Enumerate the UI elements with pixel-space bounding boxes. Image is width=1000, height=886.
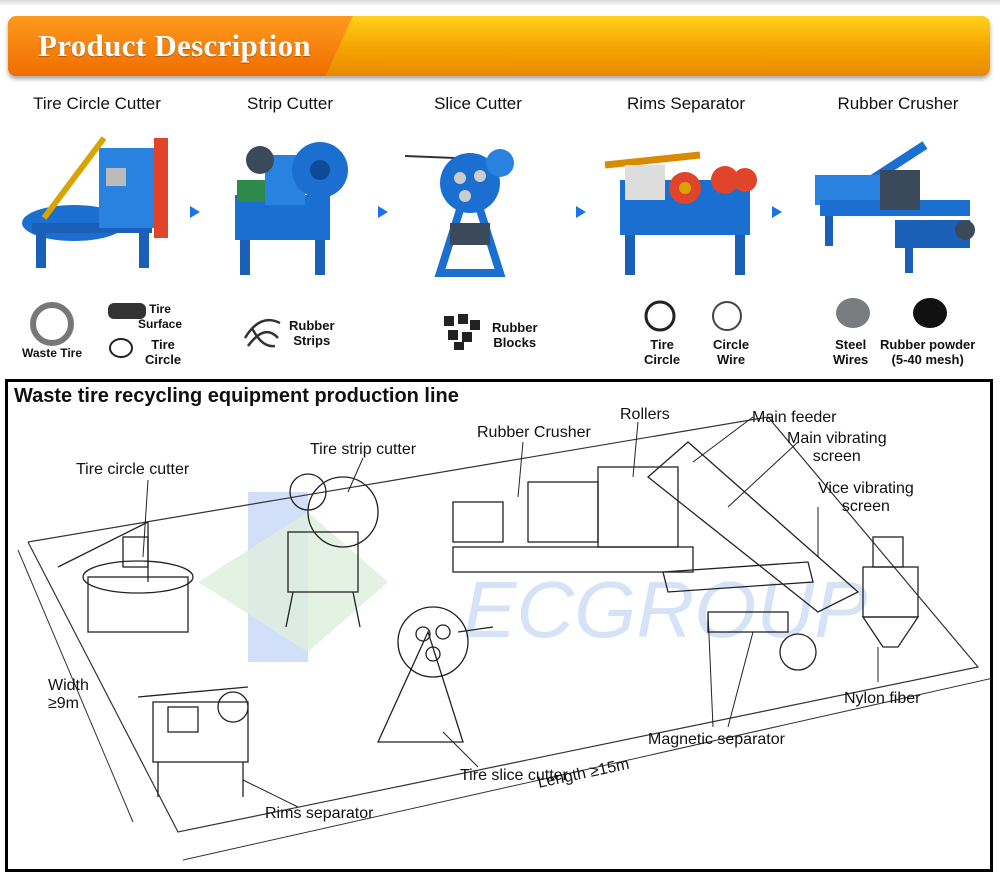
- callout-tire-slice-cutter: Tire slice cutter: [460, 767, 568, 784]
- flow-arrow-4: [772, 206, 782, 218]
- rims-separator-machine-image: [604, 151, 757, 275]
- tire-circle-cutter-machine-image: [22, 136, 168, 268]
- banner-tab: [8, 16, 353, 76]
- flow-arrow-2: [378, 206, 388, 218]
- rubber-strips-icon: [243, 318, 281, 348]
- tire-circle-icon: [109, 338, 133, 358]
- step-title-rims-separator: Rims Separator: [626, 94, 746, 113]
- waste-tire-icon: [30, 302, 74, 346]
- callout-tire-strip-cutter: Tire strip cutter: [310, 441, 417, 458]
- step-title-slice-cutter: Slice Cutter: [434, 94, 522, 113]
- banner-title: Product Description: [38, 28, 311, 63]
- step-title-strip-cutter: Strip Cutter: [247, 94, 333, 113]
- label-rubber-powder: Rubber powder (5-40 mesh): [880, 337, 976, 367]
- label-circle-wire: Circle Wire: [713, 337, 750, 367]
- callout-magnetic-separator: Magnetic separator: [648, 731, 785, 748]
- slice-cutter-machine-image: [405, 149, 514, 277]
- callout-rubber-crusher: Rubber Crusher: [477, 424, 591, 441]
- production-line-diagram: [5, 379, 993, 872]
- callout-width: Width ≥9m: [48, 677, 89, 712]
- label-tire-circle-2: Tire Circle: [644, 337, 681, 367]
- callout-rollers: Rollers: [620, 406, 670, 423]
- callout-nylon-fiber: Nylon fiber: [844, 690, 921, 707]
- label-steel-wires: Steel Wires: [833, 337, 869, 367]
- callout-main-vibrating-screen: Main vibrating screen: [787, 430, 887, 465]
- label-rubber-blocks: Rubber Blocks: [492, 320, 538, 350]
- tire-surface-icon: [108, 303, 146, 319]
- top-divider: [0, 0, 1000, 6]
- callout-vice-vibrating-screen: Vice vibrating screen: [818, 480, 914, 515]
- tire-circle-2-icon: [644, 300, 676, 332]
- rubber-crusher-machine-image: [815, 141, 975, 273]
- label-rubber-strips: Rubber Strips: [289, 318, 335, 348]
- step-title-tire-circle-cutter: Tire Circle Cutter: [33, 94, 161, 113]
- label-tire-surface: Tire Surface: [138, 302, 183, 331]
- flow-arrow-1: [190, 206, 200, 218]
- production-line-drawing: ECGROUP: [17, 416, 990, 861]
- circle-wire-icon: [712, 301, 742, 331]
- label-tire-circle-1: Tire Circle: [145, 337, 182, 367]
- callout-tire-circle-cutter: Tire circle cutter: [76, 461, 190, 478]
- step-title-rubber-crusher: Rubber Crusher: [837, 94, 959, 113]
- callout-rims-separator: Rims separator: [265, 805, 374, 822]
- steel-wires-icon: [836, 298, 870, 328]
- callout-main-feeder: Main feeder: [752, 409, 837, 426]
- flow-arrow-3: [576, 206, 586, 218]
- strip-cutter-machine-image: [235, 142, 348, 275]
- diagram-title: Waste tire recycling equipment productio…: [14, 385, 459, 407]
- label-waste-tire: Waste Tire: [22, 346, 83, 360]
- rubber-powder-icon: [913, 298, 947, 328]
- rubber-blocks-icon: [444, 314, 480, 350]
